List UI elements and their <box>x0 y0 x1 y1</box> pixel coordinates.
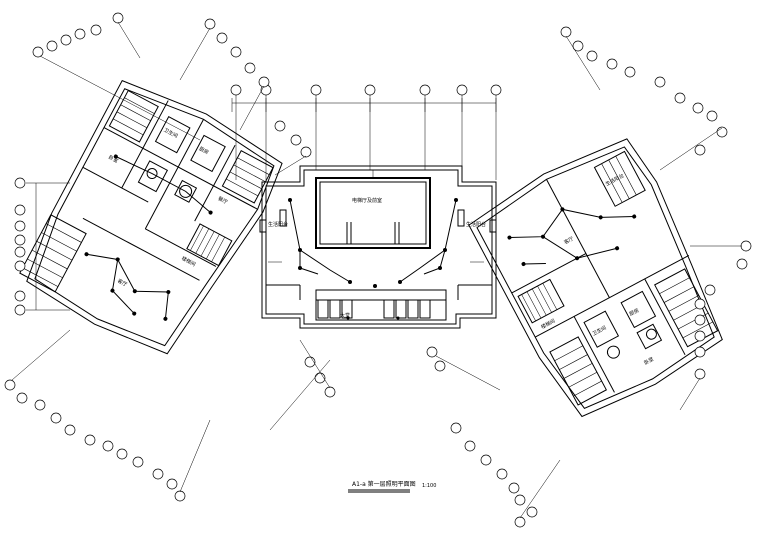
label-living-right: 客厅 <box>563 235 575 246</box>
label-living-left: 客厅 <box>116 277 128 288</box>
label-bedroom-left: 卧室 <box>107 154 119 165</box>
left-wing-unit: 客厅 卧室 厨房 卫生间 餐厅 楼梯间 <box>19 79 283 355</box>
drawing-title: A1-a 第一层照明平面图 <box>352 480 416 488</box>
label-stair-left: 楼梯间 <box>180 255 197 268</box>
axis-bubbles <box>4 12 752 528</box>
label-stair-right: 楼梯间 <box>540 317 557 330</box>
label-kitchen-left: 厨房 <box>198 145 210 156</box>
right-wing-unit: 客厅 生活阳台 卫生间 厨房 卧室 楼梯间 <box>468 138 723 418</box>
drawing-title-block: A1-a 第一层照明平面图 1:100 <box>348 480 436 493</box>
label-dining-left: 餐厅 <box>217 195 229 206</box>
label-core-hall: 电梯厅及前室 <box>352 197 382 204</box>
label-lobby: 大堂 <box>340 312 350 319</box>
label-toilet-left: 卫生间 <box>162 126 179 139</box>
central-core-block: 电梯厅及前室 大堂 生活阳台 生活阳台 <box>231 95 497 329</box>
label-balcony-central-right: 生活阳台 <box>466 221 486 228</box>
label-bedroom-right: 卧室 <box>643 356 655 367</box>
drawing-scale: 1:100 <box>422 483 436 489</box>
label-toilet-right: 卫生间 <box>591 324 608 337</box>
dimension-lines <box>11 21 742 519</box>
label-balcony-central-left: 生活阳台 <box>268 221 288 228</box>
label-kitchen-right: 厨房 <box>628 307 640 318</box>
